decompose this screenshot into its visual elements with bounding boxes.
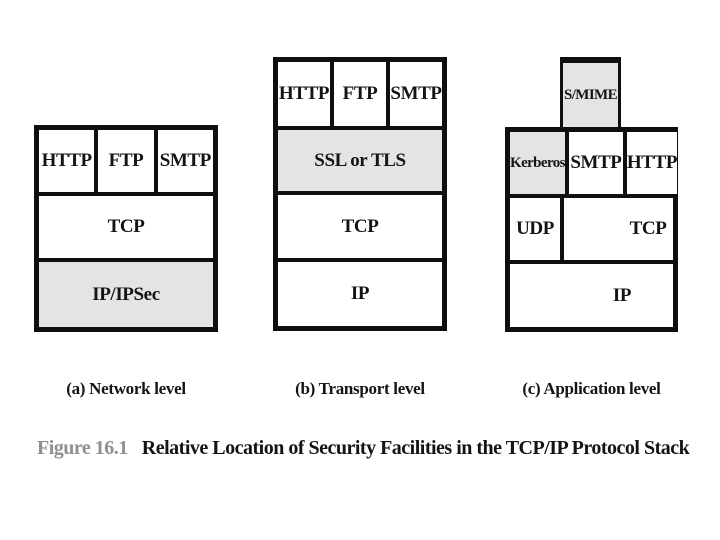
stack-b-ssl-row: SSL or TLS: [278, 130, 442, 191]
stack-c-app-row: Kerberos SMTP HTTP: [510, 132, 677, 194]
stack-c-cell-tcp: TCP: [564, 198, 673, 260]
stack-a-caption: (a) Network level: [66, 379, 186, 398]
protocol-stack-transport: HTTP FTP SMTP SSL or TLS TCP IP: [273, 57, 447, 331]
stack-a-app-row: HTTP FTP SMTP: [39, 130, 213, 192]
stack-b-cell-http: HTTP: [278, 62, 330, 126]
stack-c-cell-smime: S/MIME: [563, 63, 618, 127]
stack-c-cell-smtp: SMTP: [568, 132, 623, 194]
stack-c-caption: (c) Application level: [522, 379, 661, 398]
stack-b-cell-tcp: TCP: [278, 195, 442, 258]
protocol-stack-network: HTTP FTP SMTP TCP IP/IPSec: [34, 125, 218, 332]
figure-caption: Figure 16.1 Relative Location of Securit…: [37, 437, 690, 460]
smime-riser-box: S/MIME: [560, 57, 621, 127]
stack-c-cell-kerberos: Kerberos: [510, 132, 566, 194]
stack-c-cell-http: HTTP: [626, 132, 677, 194]
protocol-stack-application: Kerberos SMTP HTTP UDP TCP IP: [505, 127, 678, 332]
stack-a-tcp-row: TCP: [39, 196, 213, 258]
stack-a-cell-tcp: TCP: [39, 196, 213, 258]
stack-a-cell-ftp: FTP: [98, 130, 154, 192]
stack-a-cell-smtp: SMTP: [157, 130, 213, 192]
stack-b-cell-smtp: SMTP: [390, 62, 442, 126]
stack-b-cell-ftp: FTP: [334, 62, 386, 126]
stack-c-transport-row: UDP TCP: [510, 198, 673, 260]
stack-b-cell-ip: IP: [278, 262, 442, 326]
stack-b-ip-row: IP: [278, 262, 442, 326]
stack-a-ip-row: IP/IPSec: [39, 262, 213, 327]
stack-b-cell-ssl: SSL or TLS: [278, 130, 442, 191]
stack-c-cell-udp: UDP: [510, 198, 560, 260]
stack-b-app-row: HTTP FTP SMTP: [278, 62, 442, 126]
stack-a-cell-http: HTTP: [39, 130, 95, 192]
figure-caption-label: Figure 16.1: [37, 437, 128, 459]
figure-caption-title: Relative Location of Security Facilities…: [141, 437, 690, 459]
stack-a-cell-ipsec: IP/IPSec: [39, 262, 213, 327]
stack-c-ip-row: IP: [510, 264, 673, 327]
stack-b-caption: (b) Transport level: [295, 379, 425, 398]
stack-b-tcp-row: TCP: [278, 195, 442, 258]
stack-c-cell-ip: IP: [510, 264, 673, 327]
